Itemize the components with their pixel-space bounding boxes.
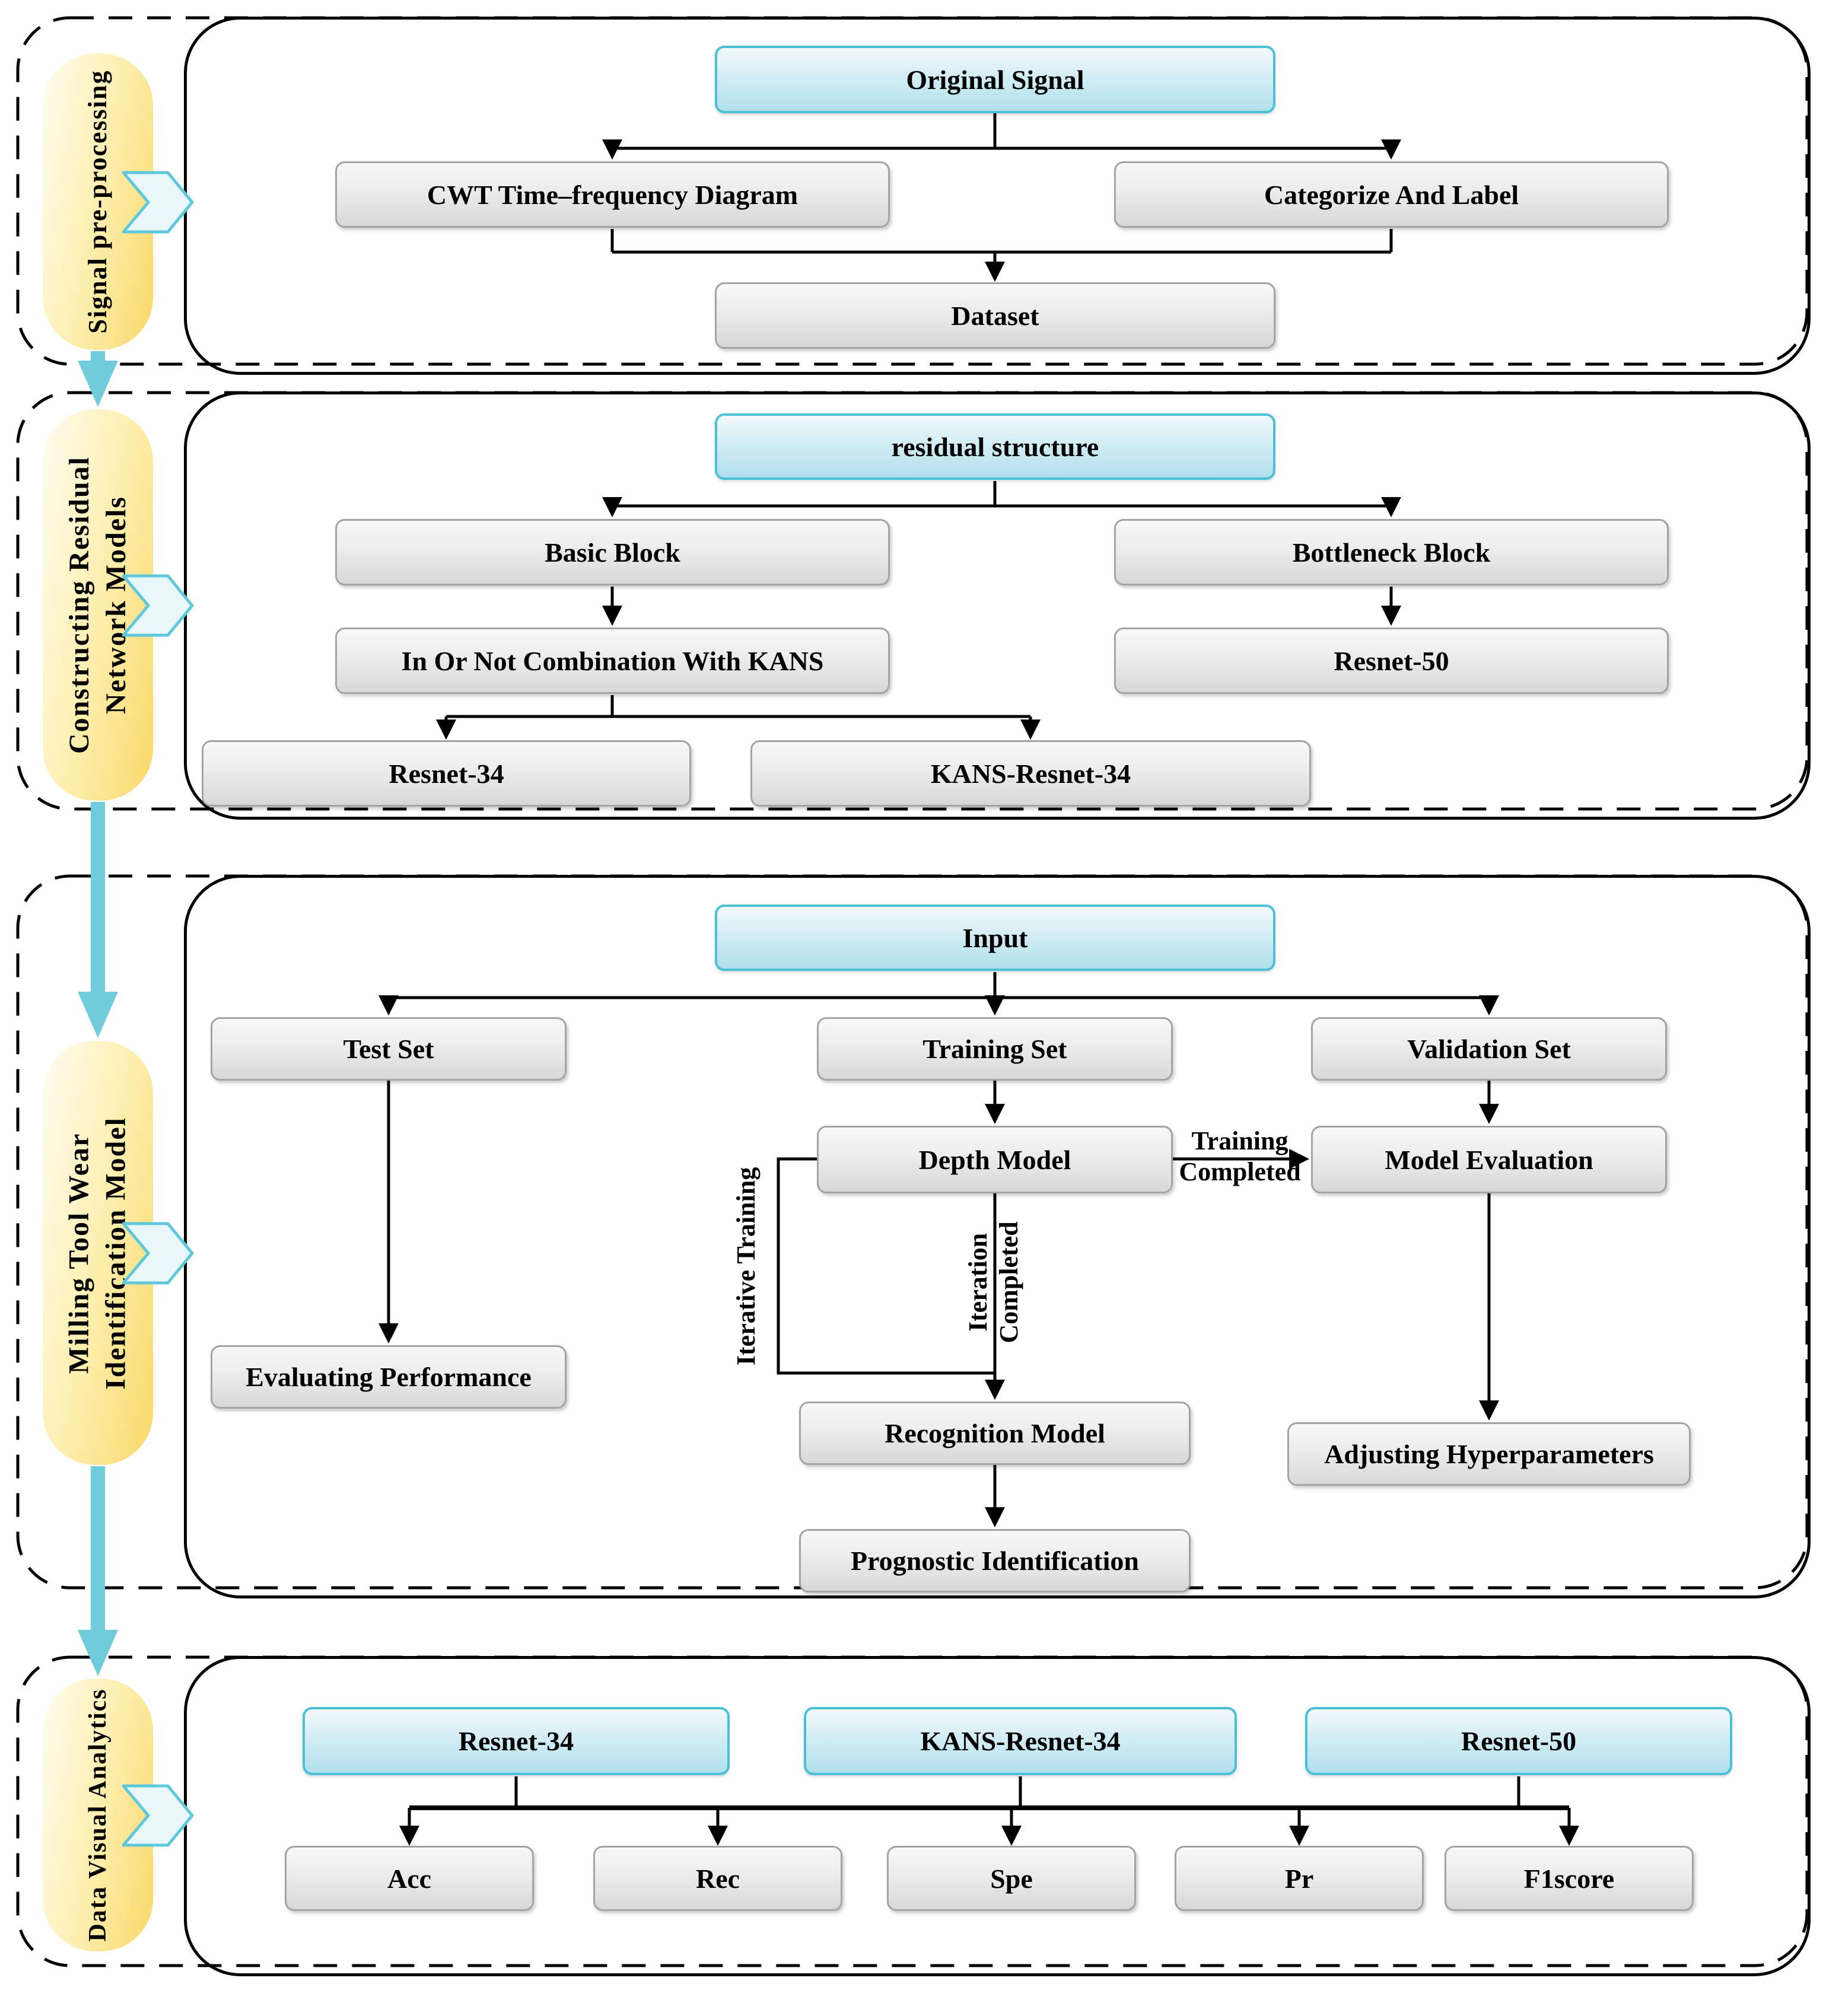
section-3-label-pill [43,1041,153,1465]
section-4-container [184,1656,1811,1976]
section-1-label-pill [43,53,153,350]
edge-label-training-completed: Training Completed [1179,1126,1301,1186]
flow-chevron-icon [122,1222,194,1285]
node-evaluating-performance: Evaluating Performance [211,1345,567,1409]
node-residual-structure: residual structure [715,413,1275,480]
node-resnet34-s4: Resnet-34 [303,1707,730,1775]
node-cwt-diagram: CWT Time–frequency Diagram [335,161,890,228]
section-flow-arrow-icon [78,351,118,1676]
node-validation-set: Validation Set [1311,1017,1667,1081]
node-input: Input [715,905,1275,971]
node-kans-resnet34-s2: KANS-Resnet-34 [750,740,1311,807]
node-model-evaluation: Model Evaluation [1311,1126,1667,1193]
node-dataset: Dataset [715,282,1275,349]
node-resnet50-s2: Resnet-50 [1114,628,1669,694]
node-test-set: Test Set [211,1017,567,1081]
node-metric-f1score: F1score [1445,1846,1694,1911]
node-metric-rec: Rec [593,1846,842,1911]
section-2-label-pill [43,409,153,801]
node-metric-acc: Acc [285,1846,534,1911]
section-3-container [184,875,1811,1598]
section-4-label-pill [43,1679,153,1951]
node-recognition-model: Recognition Model [799,1402,1191,1465]
node-training-set: Training Set [817,1017,1173,1081]
flow-chevron-icon [122,1784,194,1847]
node-categorize-label: Categorize And Label [1114,161,1669,228]
flow-connectors [378,113,1579,1846]
flow-chevron-icon [122,574,194,637]
node-metric-spe: Spe [887,1846,1136,1911]
node-depth-model: Depth Model [817,1126,1173,1193]
node-resnet50-s4: Resnet-50 [1305,1707,1732,1775]
node-metric-pr: Pr [1175,1846,1424,1911]
edge-label-iteration-completed: Iteration Completed [963,1221,1023,1343]
node-resnet34-s2: Resnet-34 [202,740,691,807]
node-kans-combination: In Or Not Combination With KANS [335,628,890,694]
flow-chevron-icon [122,171,194,234]
node-bottleneck-block: Bottleneck Block [1114,519,1669,585]
node-prognostic-identification: Prognostic Identification [799,1529,1191,1593]
node-original-signal: Original Signal [715,46,1275,113]
node-basic-block: Basic Block [335,519,890,585]
node-adjusting-hyperparameters: Adjusting Hyperparameters [1287,1422,1691,1486]
edge-label-iterative-training: Iterative Training [731,1167,761,1366]
node-kans-resnet34-s4: KANS-Resnet-34 [804,1707,1237,1775]
